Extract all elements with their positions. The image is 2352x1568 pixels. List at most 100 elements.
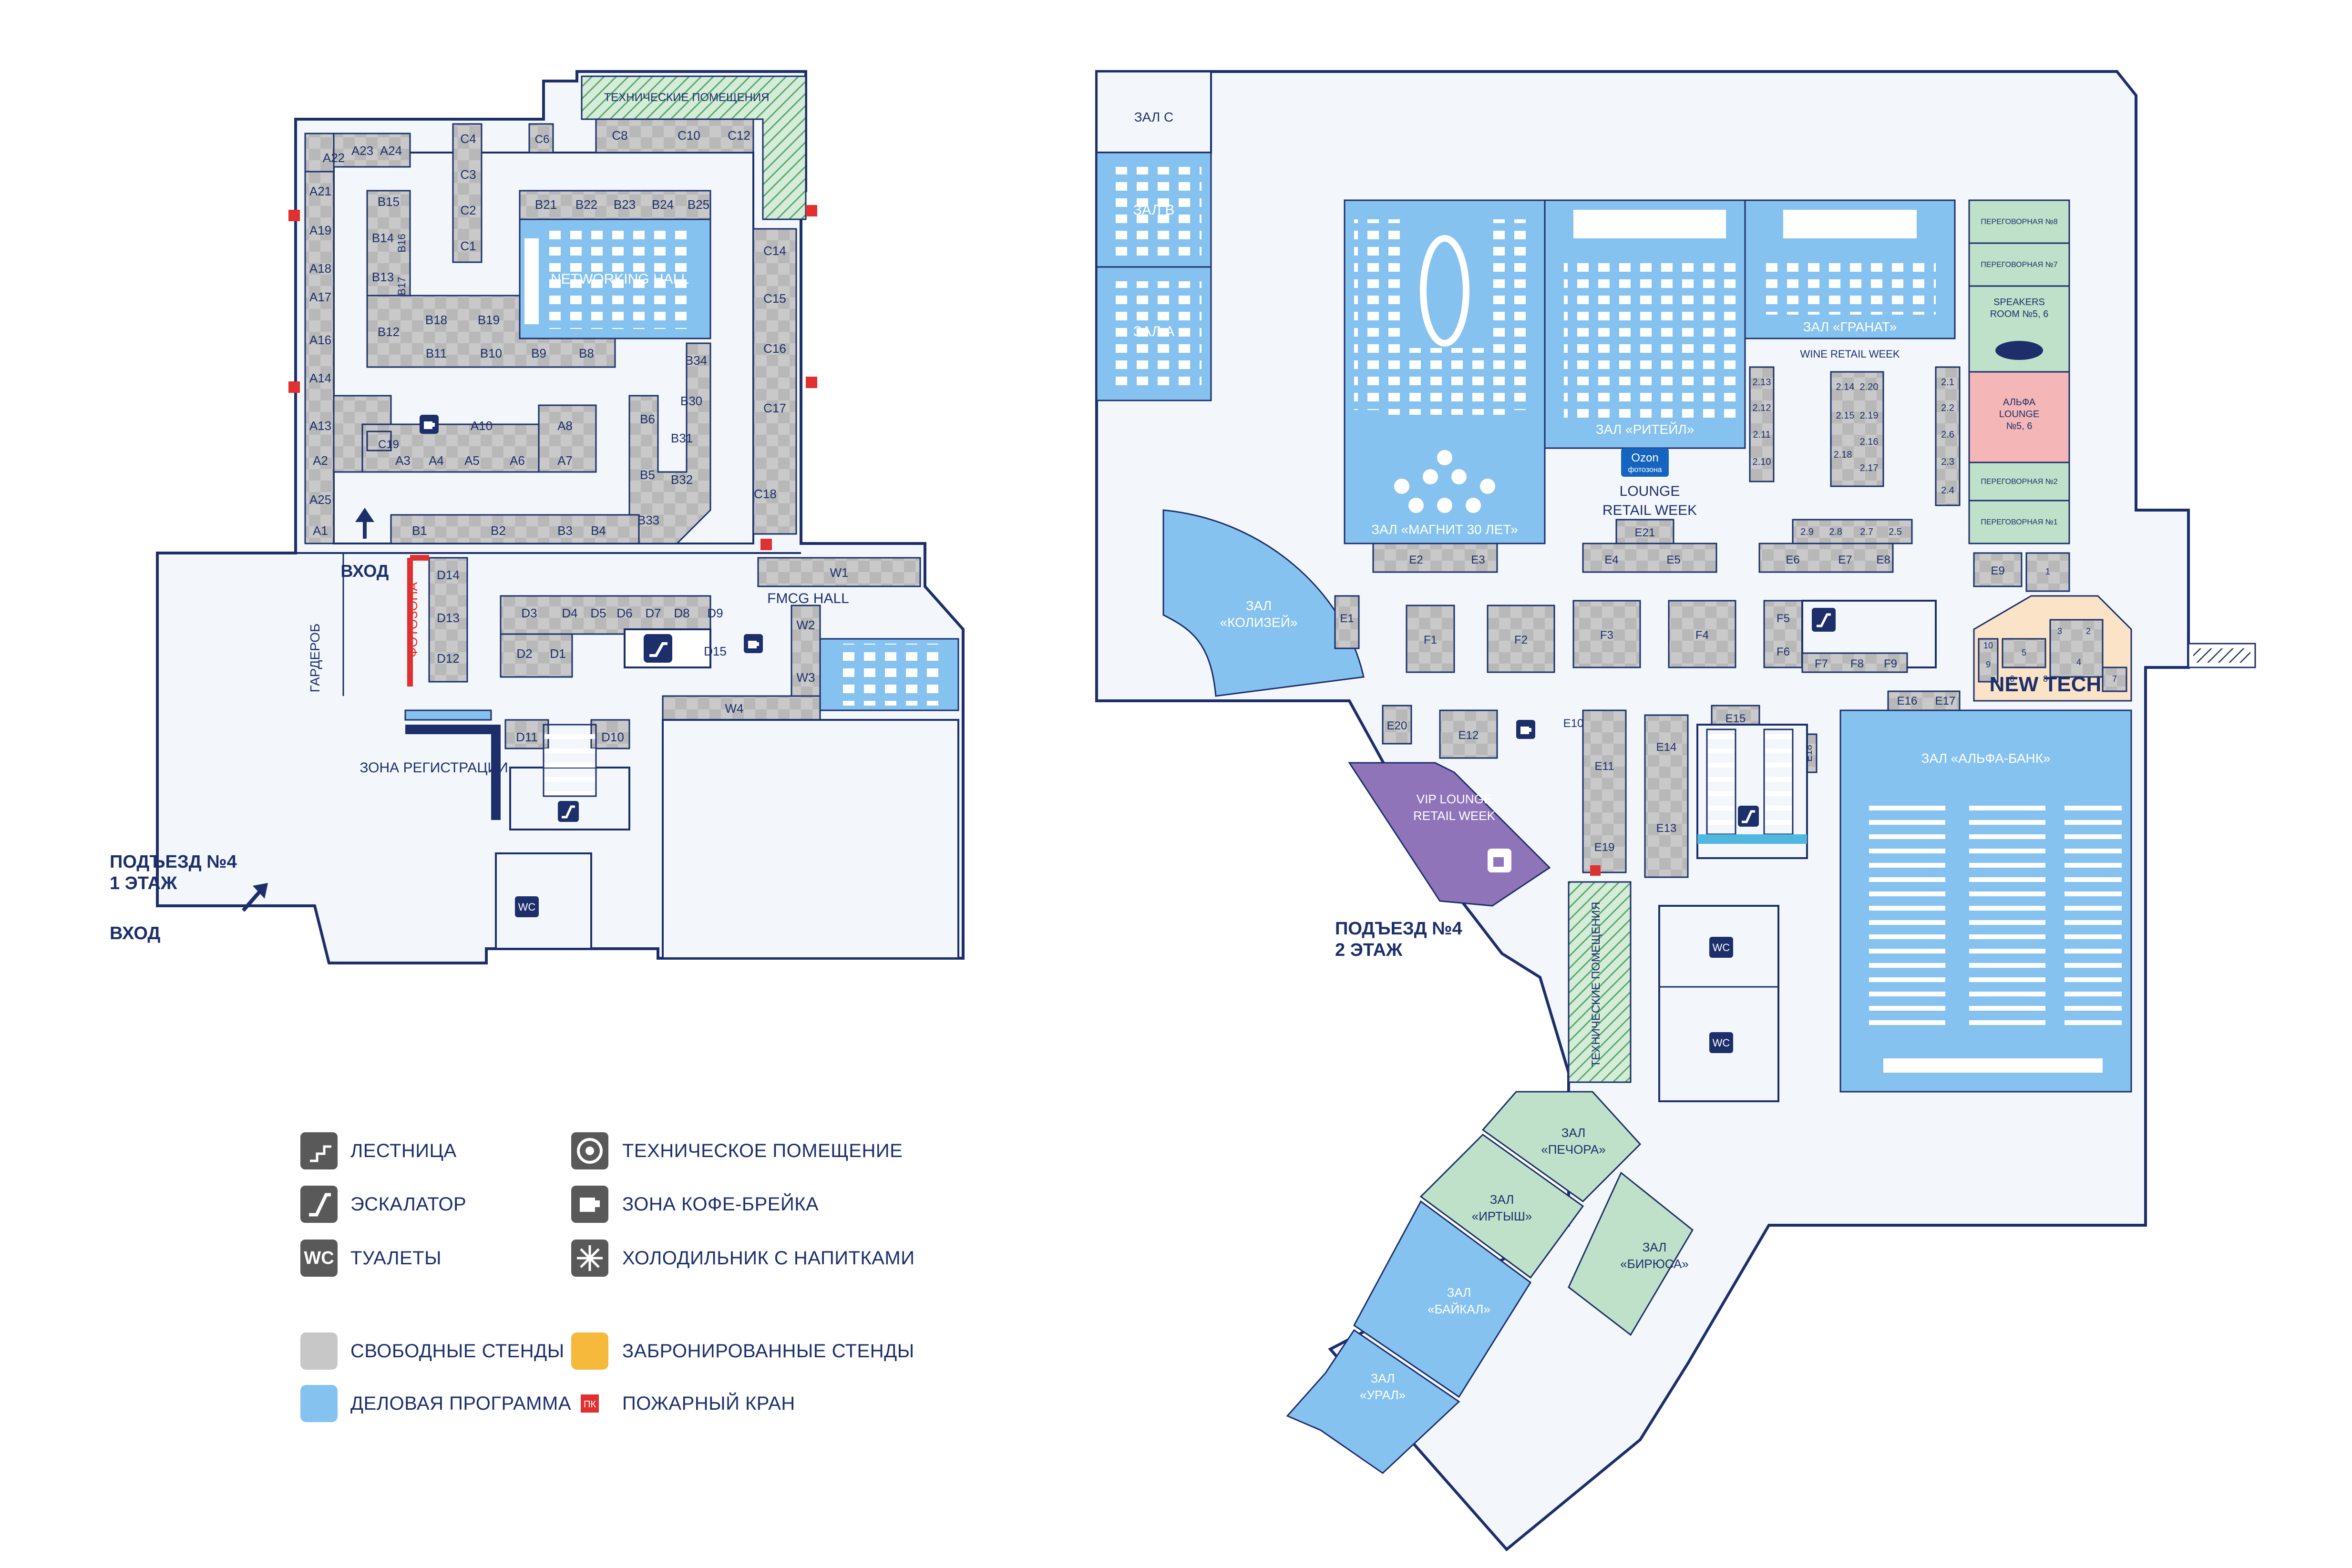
stand-2-8[interactable]: 2.8: [1829, 527, 1842, 537]
stand-2-1[interactable]: 2.1: [1941, 377, 1954, 388]
hall-irtysh[interactable]: [1419, 1134, 1584, 1279]
stand-f7[interactable]: F7: [1815, 657, 1828, 670]
stand-b2[interactable]: B2: [491, 523, 506, 538]
stand-b21[interactable]: B21: [535, 197, 557, 212]
stand-2-19[interactable]: 2.19: [1860, 410, 1879, 421]
stand-e12[interactable]: E12: [1458, 729, 1479, 742]
stand-f2[interactable]: F2: [1514, 634, 1528, 646]
stand-e2[interactable]: E2: [1409, 553, 1423, 566]
stand-e7[interactable]: E7: [1838, 553, 1852, 566]
stand-e3[interactable]: E3: [1471, 553, 1485, 566]
stand-b13[interactable]: B13: [372, 270, 394, 284]
stand-b5[interactable]: B5: [640, 468, 655, 482]
stand-d11[interactable]: D11: [516, 730, 538, 744]
stand-d8[interactable]: D8: [674, 606, 689, 620]
stand-a5[interactable]: A5: [464, 453, 480, 468]
stand-c16[interactable]: C16: [763, 341, 786, 356]
stand-b8[interactable]: B8: [579, 346, 594, 360]
stand-2-14[interactable]: 2.14: [1836, 382, 1855, 392]
stand-e14[interactable]: E14: [1656, 741, 1677, 754]
stand-e10[interactable]: E10: [1563, 717, 1584, 730]
stand-b15[interactable]: B15: [378, 195, 400, 209]
stand-a19[interactable]: A19: [309, 223, 331, 237]
stand-d7[interactable]: D7: [645, 606, 661, 620]
hall-baikal[interactable]: [1353, 1200, 1532, 1398]
stand-b18[interactable]: B18: [425, 313, 447, 327]
stand-c2[interactable]: C2: [460, 203, 476, 217]
stand-2-13[interactable]: 2.13: [1753, 377, 1771, 388]
stand-a10[interactable]: A10: [471, 419, 493, 433]
new-tech-stand-1[interactable]: 1: [2045, 567, 2050, 576]
stand-c17[interactable]: C17: [763, 401, 786, 415]
stand-e9[interactable]: E9: [1991, 564, 2004, 577]
stand-a16[interactable]: A16: [309, 333, 331, 347]
stand-w4[interactable]: W4: [725, 701, 744, 716]
stand-b30[interactable]: B30: [680, 394, 702, 408]
stand-b23[interactable]: B23: [614, 197, 636, 212]
stand-b19[interactable]: B19: [478, 313, 500, 327]
stand-b32[interactable]: B32: [671, 472, 693, 487]
stand-a25[interactable]: A25: [309, 492, 331, 507]
stand-d10[interactable]: D10: [601, 730, 624, 744]
stand-c15[interactable]: C15: [763, 291, 786, 306]
stand-d14[interactable]: D14: [437, 568, 460, 582]
stand-e4[interactable]: E4: [1604, 553, 1618, 566]
stand-a14[interactable]: A14: [309, 371, 331, 385]
stand-w3[interactable]: W3: [797, 670, 815, 685]
stand-c3[interactable]: C3: [460, 167, 476, 182]
stand-b24[interactable]: B24: [652, 197, 674, 212]
stand-2-15[interactable]: 2.15: [1836, 410, 1855, 421]
stand-f4[interactable]: F4: [1695, 629, 1709, 642]
negotiation-room-1[interactable]: ПЕРЕГОВОРНАЯ №1: [1981, 518, 2057, 526]
new-tech-stand-3[interactable]: 3: [2057, 626, 2062, 636]
new-tech-stand-5[interactable]: 5: [2022, 648, 2026, 657]
new-tech-stand-10[interactable]: 10: [1983, 641, 1993, 650]
stand-e21[interactable]: E21: [1635, 526, 1655, 539]
stand-c10[interactable]: C10: [678, 128, 700, 143]
stand-2-10[interactable]: 2.10: [1753, 457, 1771, 467]
stand-b31[interactable]: B31: [671, 431, 693, 445]
new-tech-stand-8[interactable]: 8: [2043, 674, 2048, 684]
stand-a8[interactable]: A8: [557, 419, 573, 433]
stand-b22[interactable]: B22: [575, 197, 597, 212]
hall-ural[interactable]: [1286, 1329, 1460, 1474]
new-tech-stand-7[interactable]: 7: [2112, 674, 2117, 684]
stand-b33[interactable]: B33: [637, 513, 659, 527]
stand-e8[interactable]: E8: [1876, 553, 1890, 566]
stand-a13[interactable]: A13: [309, 419, 331, 433]
stand-d2[interactable]: D2: [516, 646, 532, 661]
stand-b25[interactable]: B25: [688, 197, 709, 212]
stand-2-7[interactable]: 2.7: [1860, 527, 1873, 537]
negotiation-room-8[interactable]: ПЕРЕГОВОРНАЯ №8: [1981, 218, 2057, 226]
stand-e11[interactable]: E11: [1595, 760, 1614, 773]
stand-e6[interactable]: E6: [1786, 553, 1799, 566]
stand-a23[interactable]: A23: [351, 143, 373, 158]
stand-b9[interactable]: B9: [531, 346, 546, 360]
ozon-photozone[interactable]: [1621, 448, 1669, 477]
stand-b12[interactable]: B12: [378, 325, 400, 339]
stand-e1[interactable]: E1: [1340, 612, 1354, 625]
stand-a17[interactable]: A17: [309, 290, 331, 304]
stand-2-11[interactable]: 2.11: [1753, 430, 1770, 440]
stand-2-4[interactable]: 2.4: [1941, 485, 1954, 496]
stand-a24[interactable]: A24: [380, 143, 402, 158]
stand-d4[interactable]: D4: [562, 606, 577, 620]
stand-w2[interactable]: W2: [797, 618, 815, 632]
speakers-room-label-1[interactable]: SPEAKERS: [1993, 297, 2045, 307]
stand-2-3[interactable]: 2.3: [1941, 457, 1954, 467]
stand-b1[interactable]: B1: [412, 523, 427, 538]
stand-f5[interactable]: F5: [1777, 612, 1790, 625]
stand-d9[interactable]: D9: [707, 606, 723, 620]
stand-e13[interactable]: E13: [1656, 822, 1677, 835]
new-tech-stand-4[interactable]: 4: [2076, 657, 2081, 667]
negotiation-room-2[interactable]: ПЕРЕГОВОРНАЯ №2: [1981, 478, 2057, 486]
stand-e15[interactable]: E15: [1725, 712, 1746, 725]
new-tech-stand-6[interactable]: 6: [2010, 674, 2014, 684]
stand-a22[interactable]: A22: [323, 151, 345, 165]
stand-a6[interactable]: A6: [510, 453, 525, 468]
stand-c8[interactable]: C8: [612, 128, 627, 143]
stand-w1[interactable]: W1: [830, 565, 849, 580]
alfa-lounge-label-1[interactable]: АЛЬФА: [2003, 397, 2036, 408]
stand-2-9[interactable]: 2.9: [1800, 527, 1814, 537]
stand-b10[interactable]: B10: [480, 346, 502, 360]
